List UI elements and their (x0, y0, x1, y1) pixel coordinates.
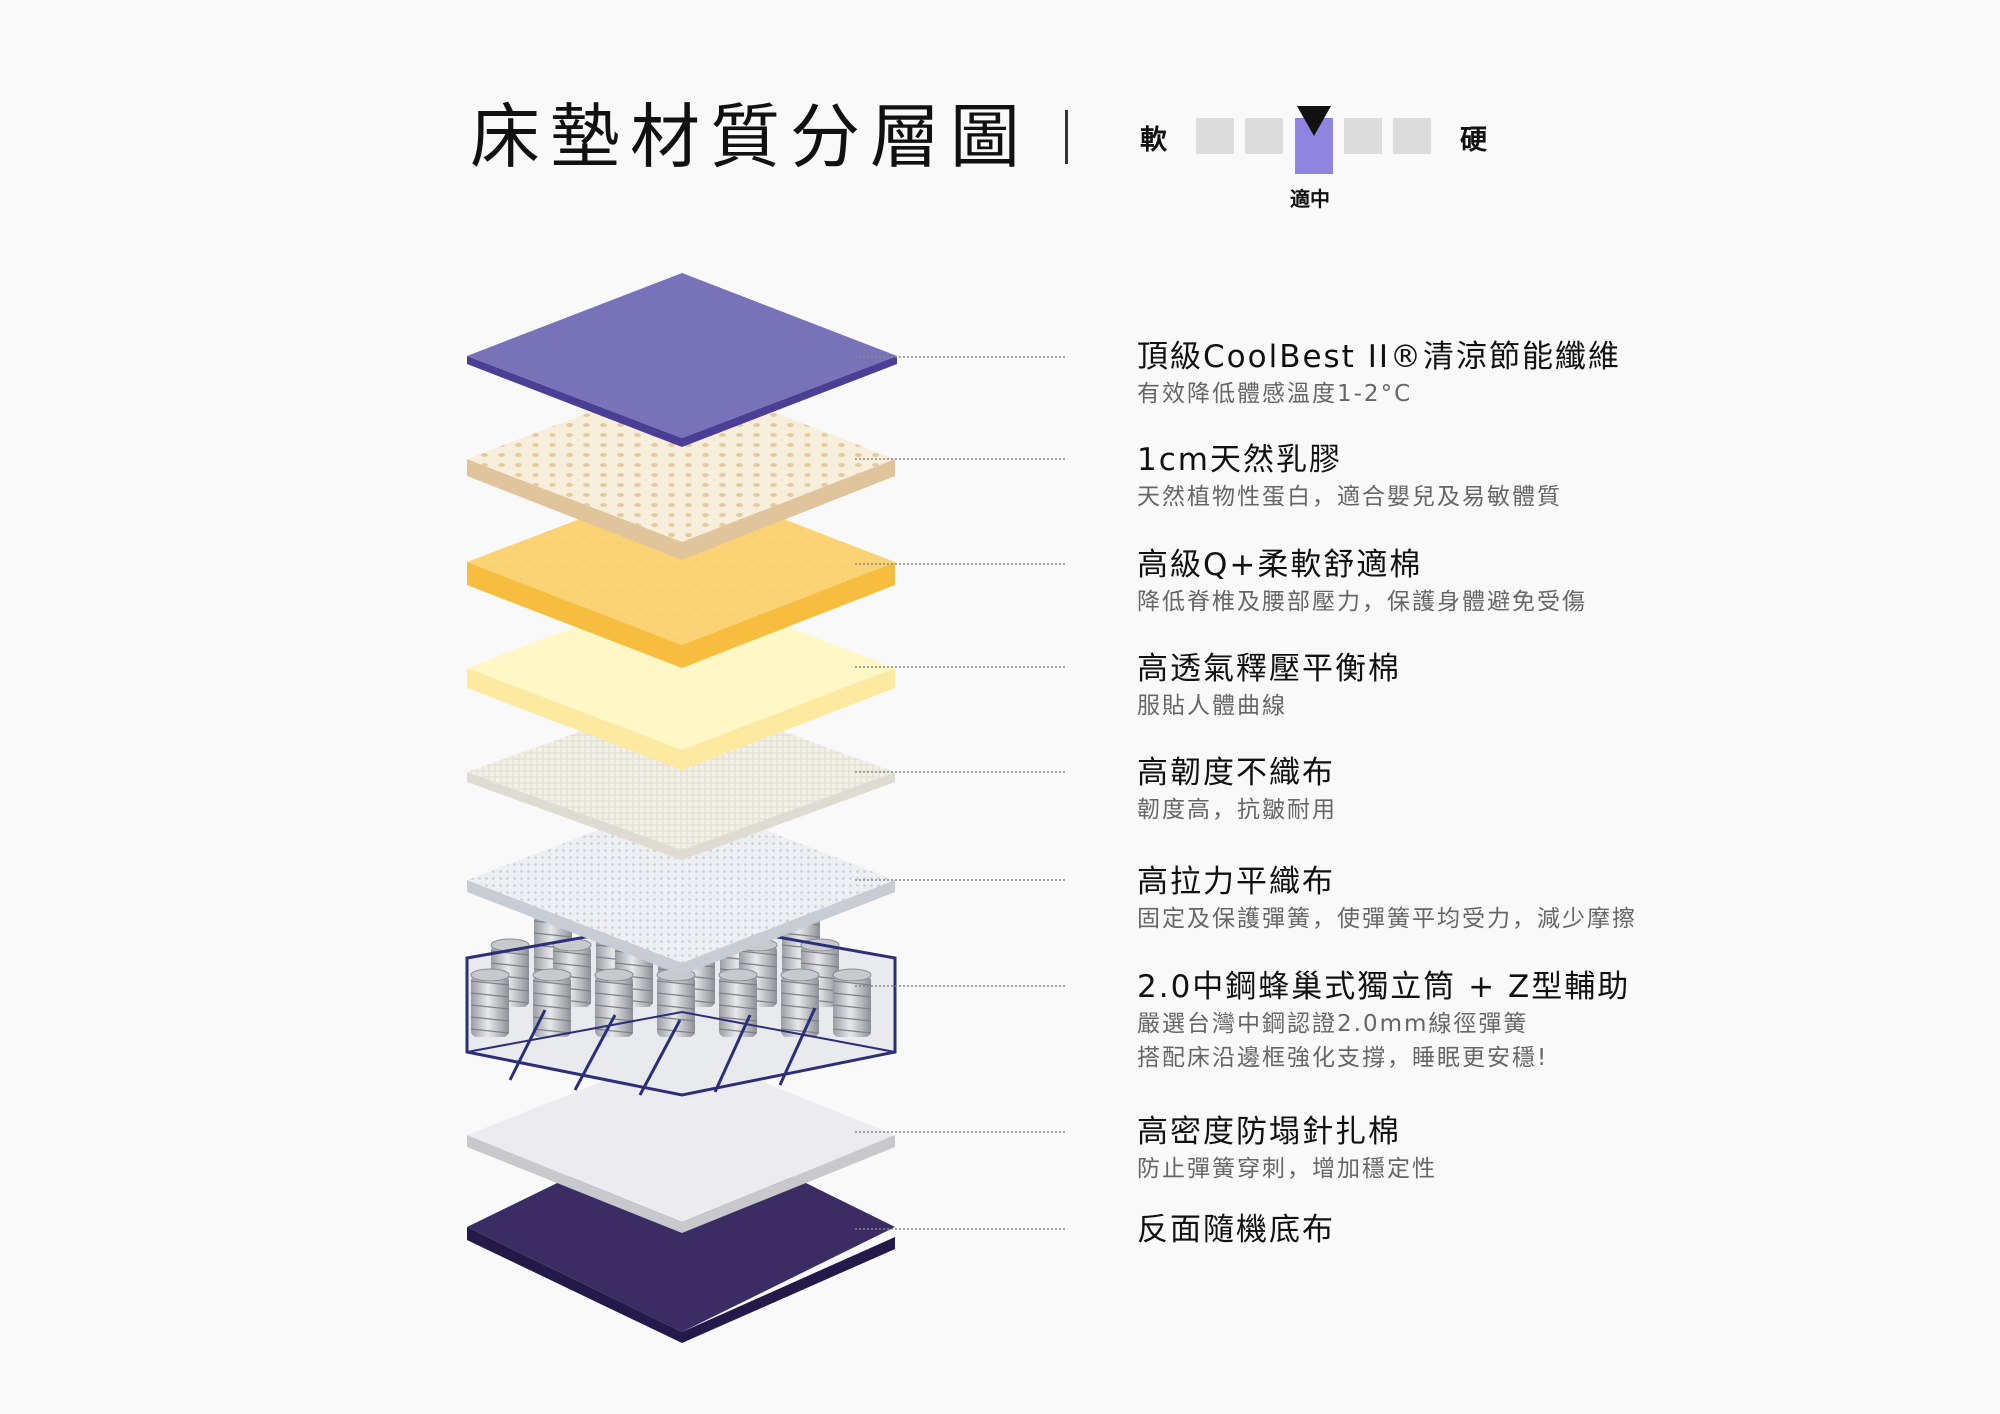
layer-desc: 韌度高，抗皺耐用 (1137, 797, 1337, 823)
layer-needle-foam (467, 1050, 895, 1233)
layer-plain-weave (467, 798, 895, 975)
spring-coil-icon (470, 968, 510, 1037)
layer-latex (467, 377, 895, 560)
spring-coil-icon (594, 968, 634, 1037)
layer-title: 高拉力平織布 (1137, 864, 1335, 900)
spring-coil-icon (532, 968, 572, 1037)
layer-title: 反面隨機底布 (1137, 1212, 1335, 1248)
layer-label-1: 頂級CoolBest II®清涼節能纖維 有效降低體感溫度1-2°C (1137, 337, 1621, 411)
layer-title: 1cm天然乳膠 (1137, 442, 1342, 478)
layer-desc: 有效降低體感溫度1-2°C (1137, 381, 1413, 407)
page-title: 床墊材質分層圖 (470, 96, 1030, 178)
layer-title: 高密度防塌針扎棉 (1137, 1114, 1401, 1150)
spring-coil-icon (832, 968, 872, 1037)
spring-coil-icon (780, 968, 820, 1037)
layer-coolbest (467, 273, 897, 447)
layer-balance-foam (467, 586, 895, 770)
layer-title: 頂級CoolBest II®清涼節能纖維 (1137, 339, 1621, 375)
layer-desc: 固定及保護彈簧，使彈簧平均受力，減少摩擦 (1137, 906, 1637, 932)
layer-label-5: 高韌度不織布 韌度高，抗皺耐用 (1137, 753, 1337, 827)
layer-label-7: 2.0中鋼蜂巢式獨立筒 + Z型輔助 嚴選台灣中鋼認證2.0mm線徑彈簧 搭配床… (1137, 967, 1630, 1075)
firmness-soft-label: 軟 (1140, 125, 1167, 156)
layer-label-8: 高密度防塌針扎棉 防止彈簧穿刺，增加穩定性 (1137, 1112, 1437, 1186)
layer-label-4: 高透氣釋壓平衡棉 服貼人體曲線 (1137, 649, 1401, 723)
layer-label-2: 1cm天然乳膠 天然植物性蛋白，適合嬰兒及易敏體質 (1137, 440, 1562, 514)
layer-desc: 服貼人體曲線 (1137, 693, 1287, 719)
firmness-box-1 (1196, 118, 1234, 154)
layer-desc: 搭配床沿邊框強化支撐，睡眠更安穩! (1137, 1045, 1549, 1071)
firmness-pointer-icon (1297, 106, 1331, 136)
leader-lines (855, 356, 1067, 1230)
firmness-level-label: 適中 (1290, 187, 1330, 211)
spring-coil-icon (718, 968, 758, 1037)
firmness-box-5 (1393, 118, 1431, 154)
layer-desc: 降低脊椎及腰部壓力，保護身體避免受傷 (1137, 589, 1587, 615)
layer-spring-unit (465, 908, 897, 1097)
layer-desc: 天然植物性蛋白，適合嬰兒及易敏體質 (1137, 484, 1562, 510)
firmness-box-4 (1344, 118, 1382, 154)
layer-title: 高級Q+柔軟舒適棉 (1137, 547, 1423, 583)
layer-label-9: 反面隨機底布 (1137, 1210, 1335, 1250)
layer-desc: 嚴選台灣中鋼認證2.0mm線徑彈簧 (1137, 1011, 1529, 1037)
spring-coil-icon (656, 968, 696, 1037)
layer-label-3: 高級Q+柔軟舒適棉 降低脊椎及腰部壓力，保護身體避免受傷 (1137, 545, 1587, 619)
layer-q-foam (467, 480, 895, 668)
firmness-box-2 (1245, 118, 1283, 154)
layer-desc: 防止彈簧穿刺，增加穩定性 (1137, 1156, 1437, 1182)
firmness-hard-label: 硬 (1460, 125, 1487, 156)
layer-title: 高透氣釋壓平衡棉 (1137, 651, 1401, 687)
layer-non-woven (467, 695, 895, 860)
layer-label-6: 高拉力平織布 固定及保護彈簧，使彈簧平均受力，減少摩擦 (1137, 862, 1637, 936)
layer-title: 2.0中鋼蜂巢式獨立筒 + Z型輔助 (1137, 969, 1631, 1005)
title-divider (1065, 110, 1068, 164)
layer-title: 高韌度不織布 (1137, 755, 1335, 791)
